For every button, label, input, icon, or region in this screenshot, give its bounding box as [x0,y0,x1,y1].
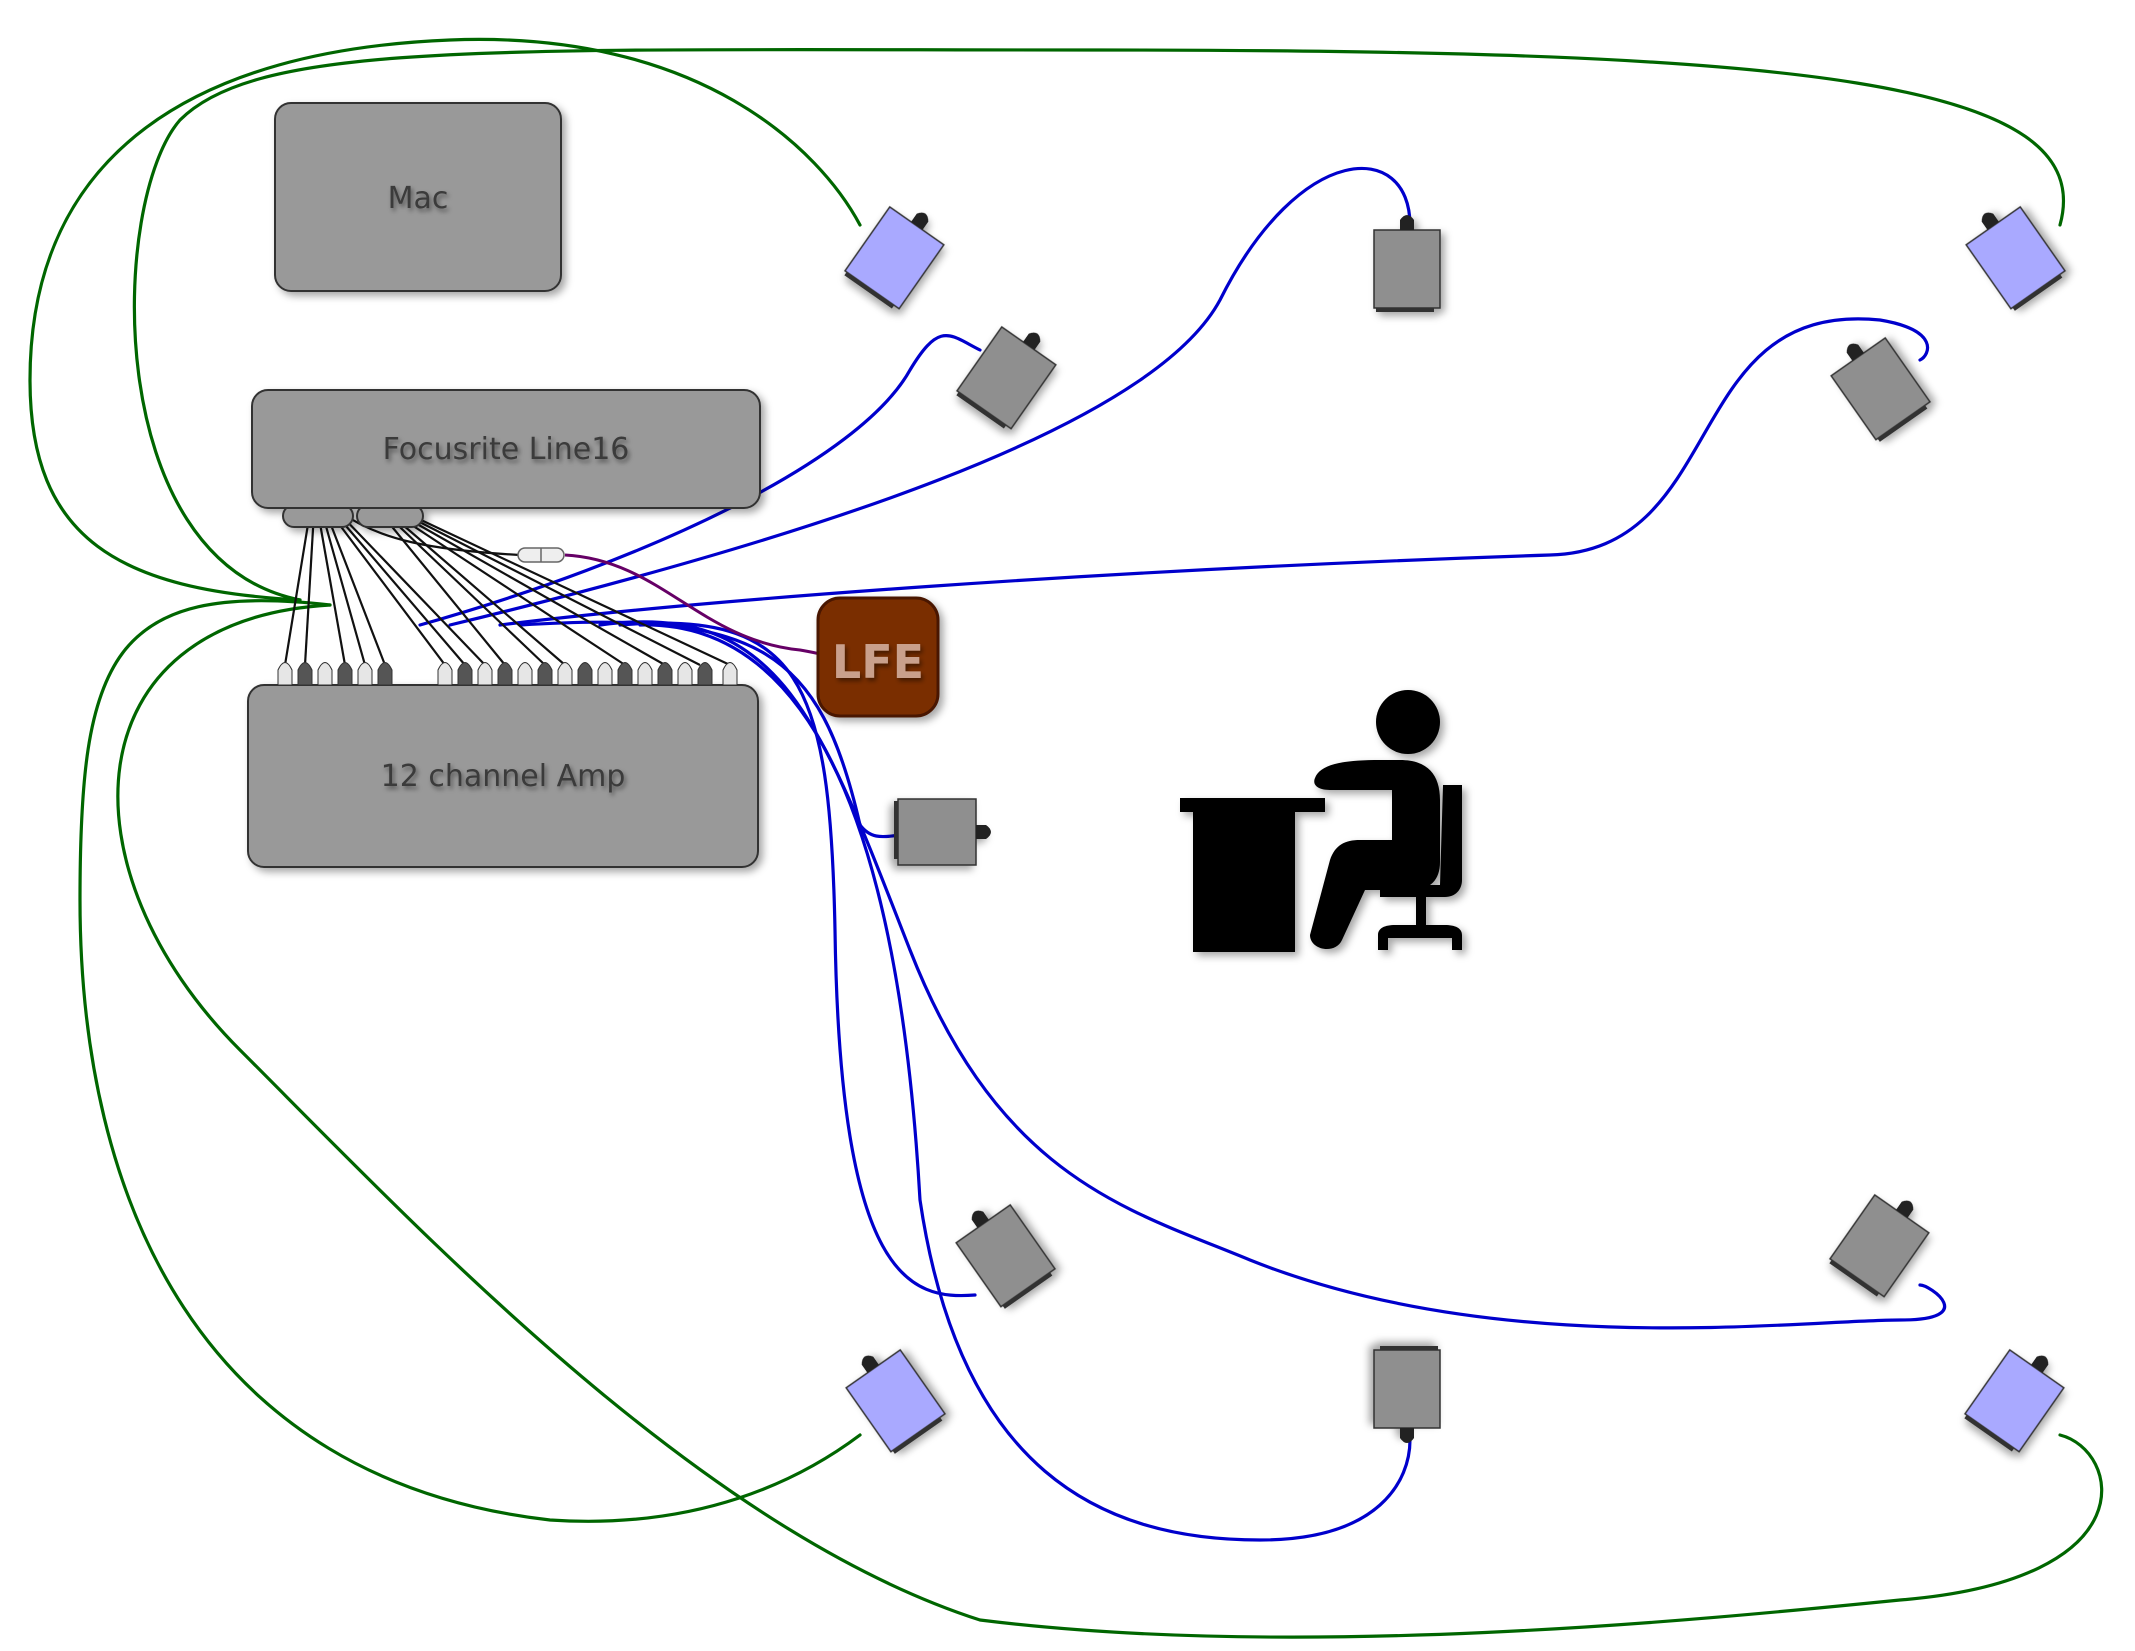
cable-green-bottom-right [116,603,2104,1639]
amp-connector [337,662,353,686]
amp-label: 12 channel Amp [381,759,626,794]
height-speaker-top-left [843,205,945,310]
amp-connector [597,662,613,686]
amp-connector [477,662,493,686]
mac-label: Mac [388,181,449,216]
person-body [1310,760,1440,950]
bed-speaker-cables [418,167,1947,1542]
amp-connector [537,662,553,686]
mac-box [274,102,562,292]
amp-connector [437,662,453,686]
interface-label: Focusrite Line16 [383,432,630,467]
speaker-front-center [1373,215,1441,312]
xlr-connector-icon [1023,332,1041,350]
speaker-side-left [894,798,991,866]
speaker-rear-left [955,1203,1057,1309]
lfe-cable [564,553,851,667]
speaker-back [1376,306,1434,312]
lfe-label: LFE [832,635,924,689]
cable-green-bottom-left [78,599,862,1523]
height-speaker-bottom-left [845,1348,947,1454]
amp-connector [497,662,513,686]
xlr-connector-icon [1846,343,1864,361]
amp-connector [457,662,473,686]
speaker-icon [955,1203,1057,1308]
amp-connector [677,662,693,686]
amp-connector [697,662,713,686]
speaker-icon [1830,336,1932,441]
desk-top [1180,798,1325,812]
amp-connector [357,662,373,686]
amp-connector [577,662,593,686]
person-head [1376,690,1440,754]
lfe-box [816,596,940,718]
amp-connector [557,662,573,686]
y-splitter [517,547,565,563]
lfe-subwoofer [816,596,940,718]
speaker-rear-right [1828,1193,1930,1298]
xlr-connector-icon [1400,1428,1414,1443]
height-speaker-cables [28,37,2104,1639]
amp-connector [722,662,738,686]
speaker-front-left [955,325,1057,430]
interface-to-amp-cables [283,511,731,666]
speakers [843,205,2067,1454]
height-speaker-bottom-right [1963,1348,2065,1453]
speaker-icon [1963,1348,2065,1453]
chair-back [1380,785,1462,897]
speaker-icon [1828,1193,1930,1298]
xlr-connector-icon [911,212,929,230]
speaker-icon [843,205,945,310]
amp-connector [297,662,313,686]
interface-device [251,389,761,528]
cable-blue-center [448,167,1412,627]
amp-connector [377,662,393,686]
person-at-desk-icon [1180,690,1462,952]
speaker-icon [955,325,1057,430]
amp-connectors [277,662,738,686]
cable-blue-front-left [418,334,982,627]
speaker-icon [1965,205,2067,310]
speaker-rear-center [1373,1346,1441,1443]
xlr-connector-icon [976,825,991,839]
amp-connector [277,662,293,686]
speaker-icon [1373,1349,1441,1429]
speaker-icon [1373,229,1441,309]
amp-connector [517,662,533,686]
xlr-connector-icon [971,1210,989,1228]
speaker-icon [897,798,977,866]
xlr-connector-icon [2031,1355,2049,1373]
amp-connector [617,662,633,686]
speaker-front-right [1830,336,1932,442]
chair-base [1378,925,1462,950]
chair-post [1416,897,1426,927]
amp-connector [317,662,333,686]
xlr-connector-icon [1981,212,1999,230]
desk-body [1193,812,1295,952]
height-speaker-top-right [1965,205,2067,311]
cable-blue-front-right [498,317,1930,627]
speaker-back [1380,1346,1438,1352]
xlr-connector-icon [1400,215,1414,230]
cable-blue-rear-center [638,623,1412,1542]
cable-blue-side-right [598,620,1947,1330]
speaker-icon [845,1348,947,1453]
cable-green-top-left [28,37,862,602]
interface-box [251,389,761,509]
mac-device [274,102,562,292]
amp-connector [657,662,673,686]
xlr-connector-icon [1896,1200,1914,1218]
amp-connector [637,662,653,686]
xlr-connector-icon [861,1355,879,1373]
cable-green-top-right [132,48,2066,602]
